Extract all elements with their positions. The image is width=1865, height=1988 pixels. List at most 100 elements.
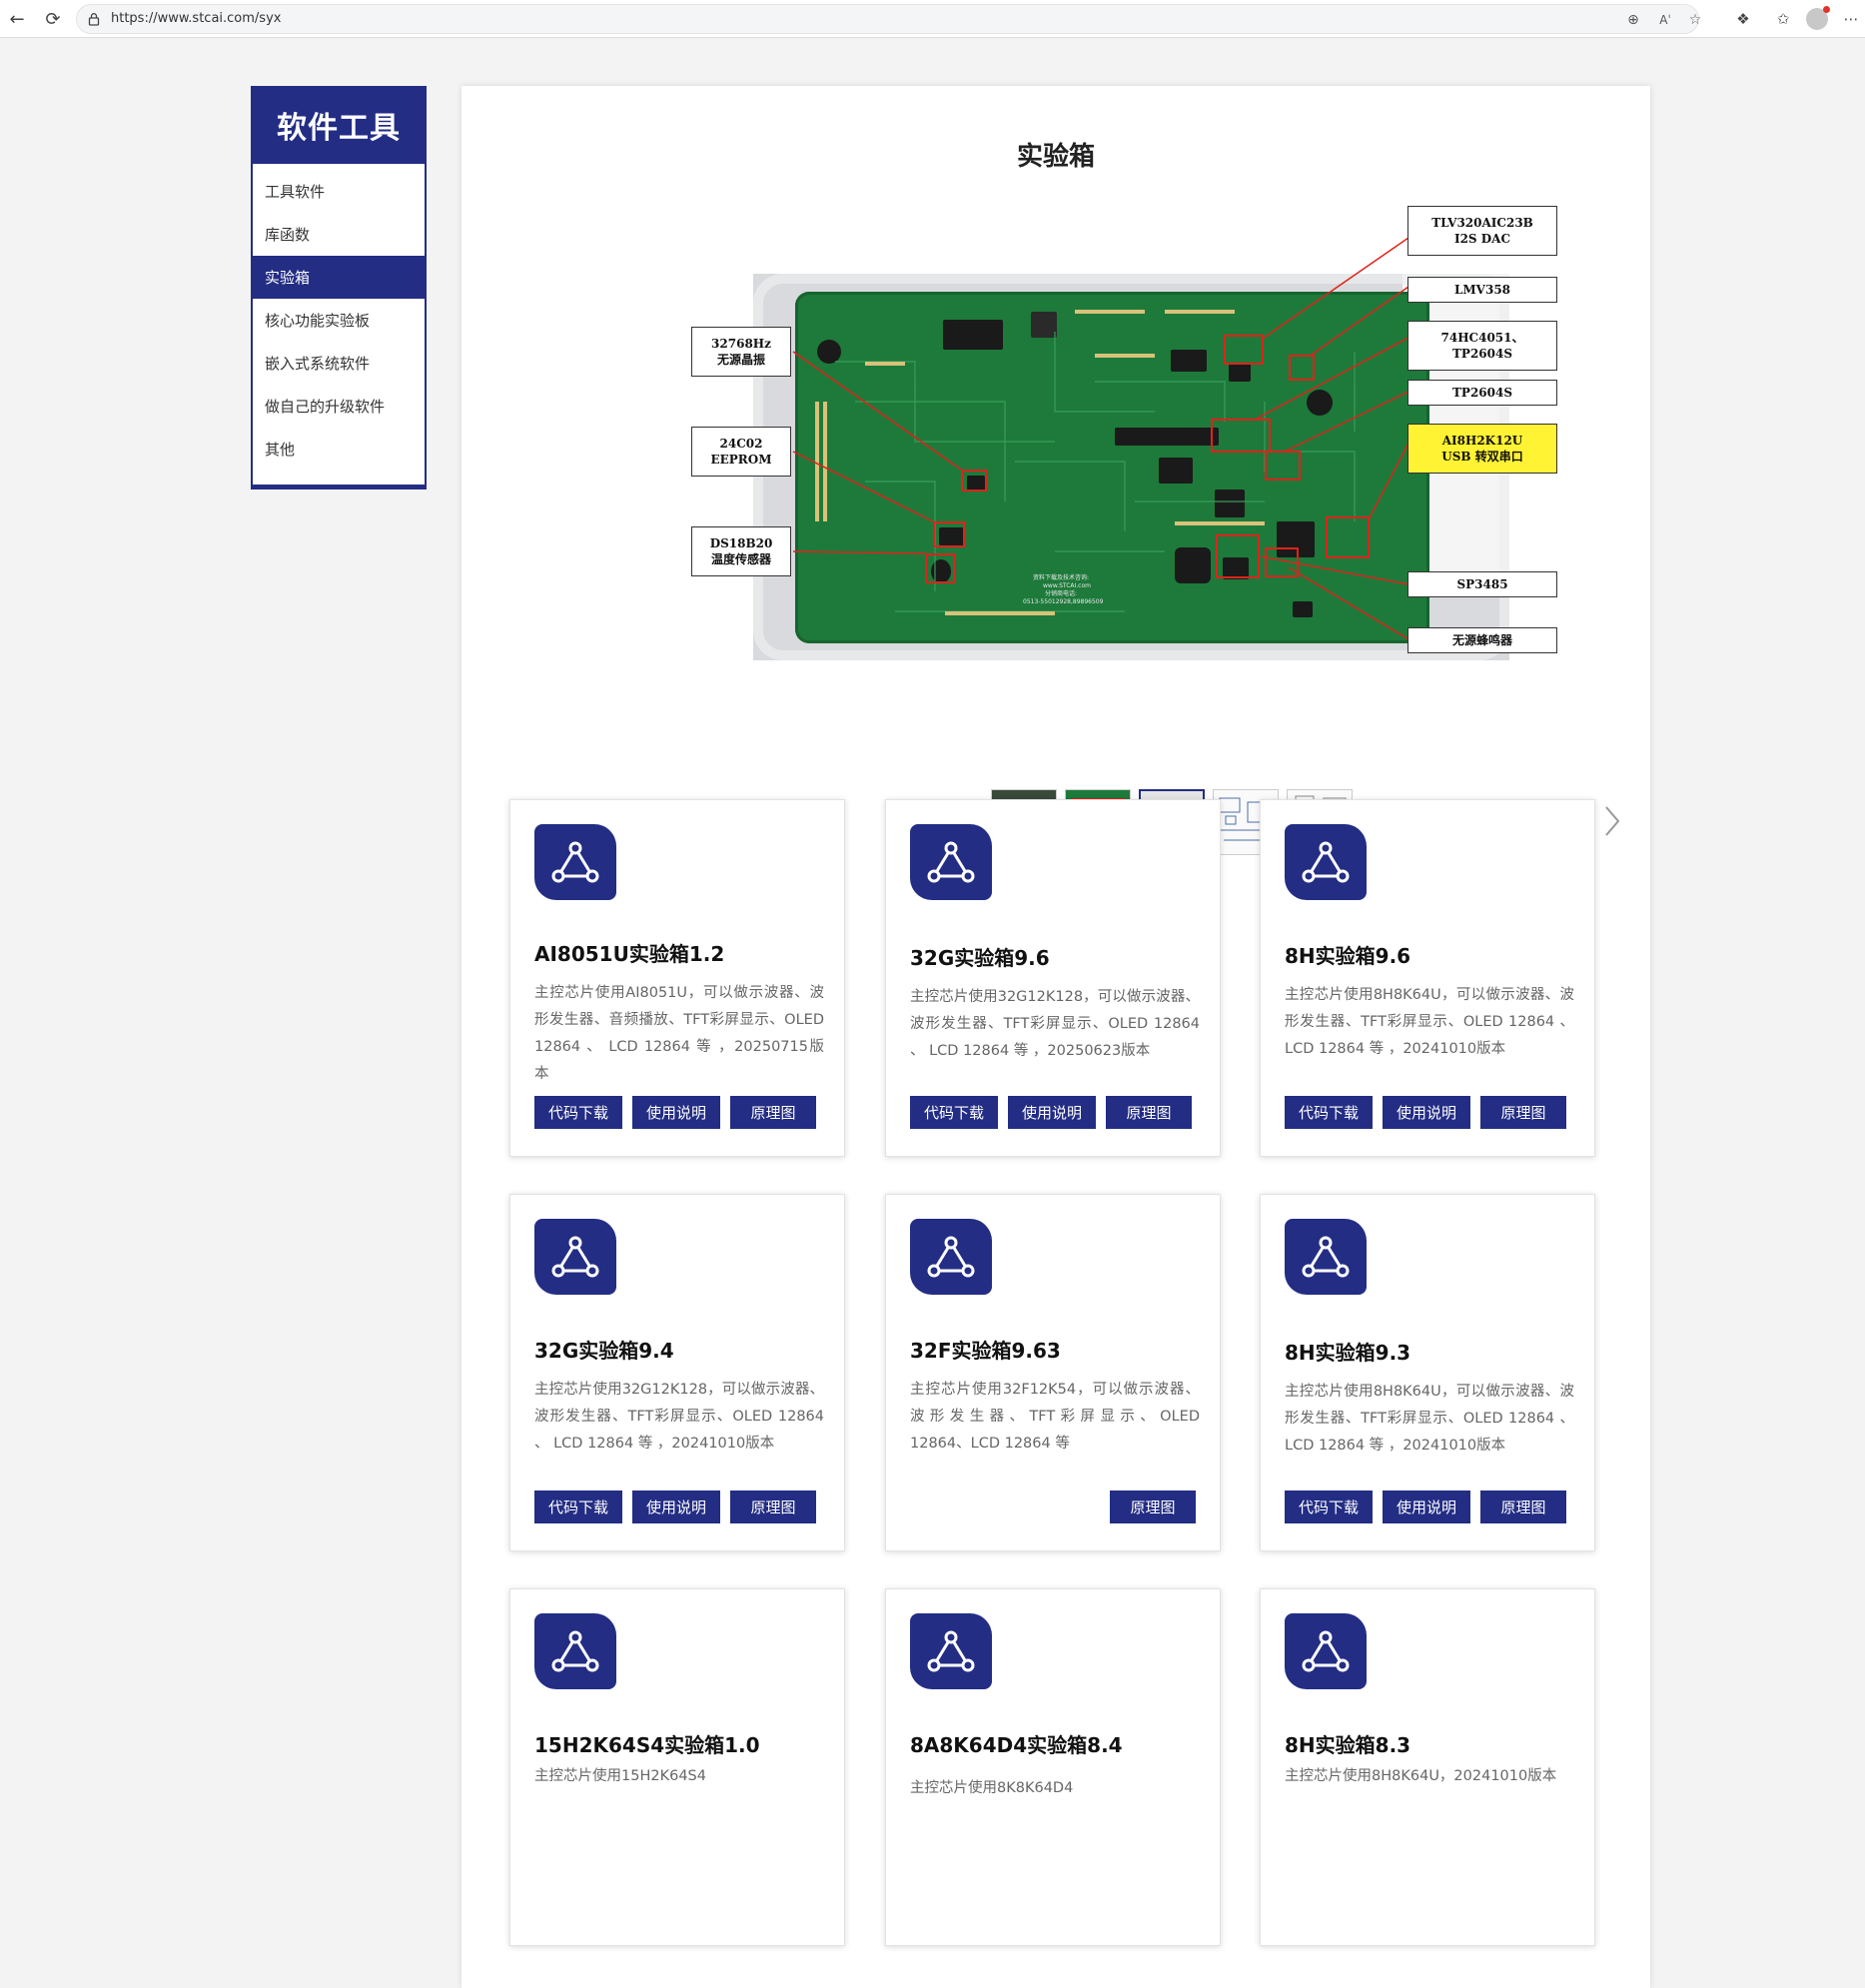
callout-dac-line2: I2S DAC — [1453, 232, 1511, 246]
card-description: 主控芯片使用8H8K64U，可以做示波器、波形发生器、TFT彩屏显示、OLED … — [1285, 1384, 1574, 1454]
avatar[interactable] — [1806, 6, 1830, 30]
product-card: 8H实验箱9.6 主控芯片使用8H8K64U，可以做示波器、波形发生器、TFT彩… — [1260, 799, 1595, 1157]
callout-buzzer: 无源蜂鸣器 — [1407, 627, 1557, 653]
highlight-dac — [1224, 335, 1264, 365]
card-description: 主控芯片使用32G12K128，可以做示波器、波形发生器、TFT彩屏显示、OLE… — [534, 1382, 824, 1452]
network-node-icon — [534, 1613, 616, 1689]
schematic-button[interactable]: 原理图 — [1480, 1096, 1566, 1129]
board-text-2: www.STCAI.com — [1043, 582, 1091, 589]
page-title: 实验箱 — [1016, 142, 1095, 172]
callout-74hc4051-line1: 74HC4051、 — [1440, 331, 1524, 345]
highlight-sp3485 — [1216, 534, 1260, 578]
sidebar-item-tool-software[interactable]: 工具软件 — [265, 183, 326, 201]
callout-tp2604s-line1: TP2604S — [1451, 386, 1513, 400]
network-node-icon — [910, 1613, 992, 1689]
network-node-icon — [534, 824, 616, 900]
board-text-1: 资料下载及技术咨询: — [1033, 573, 1089, 581]
schematic-button[interactable]: 原理图 — [1480, 1491, 1566, 1523]
callout-buzzer-line1: 无源蜂鸣器 — [1451, 633, 1512, 647]
highlight-ds18b20 — [925, 553, 955, 583]
product-card: 32G实验箱9.6 主控芯片使用32G12K128，可以做示波器、波形发生器、T… — [885, 799, 1221, 1157]
highlight-tp2604s — [1265, 451, 1301, 481]
card-button-row: 代码下载 使用说明 原理图 — [910, 1096, 1192, 1129]
manual-button[interactable]: 使用说明 — [632, 1491, 720, 1523]
favorites-icon[interactable]: ✩ — [1776, 10, 1790, 28]
callout-usb-uart-line1: AI8H2K12U — [1441, 434, 1523, 448]
product-card: 8H实验箱8.3 主控芯片使用8H8K64U，20241010版本 — [1260, 1588, 1595, 1946]
code-download-button[interactable]: 代码下载 — [534, 1096, 622, 1129]
sidebar-item-library[interactable]: 库函数 — [265, 226, 311, 244]
highlight-crystal — [961, 470, 987, 492]
product-card: 32F实验箱9.63 主控芯片使用32F12K54，可以做示波器、波形发生器、T… — [885, 1194, 1221, 1551]
card-description: 主控芯片使用15H2K64S4 — [534, 1768, 706, 1784]
card-title: 15H2K64S4实验箱1.0 — [534, 1733, 760, 1757]
callout-lmv358-line1: LMV358 — [1453, 283, 1511, 297]
callout-ds18b20-line1: DS18B20 — [709, 536, 773, 550]
address-bar[interactable]: https://www.stcai.com/syx ⊕ Aˈ ☆ — [76, 4, 1701, 34]
callout-lmv358: LMV358 — [1407, 277, 1557, 303]
card-button-row: 代码下载 使用说明 原理图 — [534, 1096, 816, 1129]
schematic-button[interactable]: 原理图 — [730, 1096, 816, 1129]
product-card: 8A8K64D4实验箱8.4 主控芯片使用8K8K64D4 — [885, 1588, 1221, 1946]
main-panel: 实验箱 — [462, 86, 1650, 1988]
card-title: 8A8K64D4实验箱8.4 — [910, 1733, 1123, 1757]
sidebar-item-upgrade-software[interactable]: 做自己的升级软件 — [265, 398, 386, 416]
extensions-icon[interactable]: ❖ — [1736, 10, 1750, 28]
sidebar-item-core-board[interactable]: 核心功能实验板 — [265, 312, 371, 330]
callout-eeprom-line2: EEPROM — [710, 453, 772, 467]
callout-crystal-line2: 无源晶振 — [716, 353, 765, 367]
card-title: 32G实验箱9.6 — [910, 946, 1050, 970]
code-download-button[interactable]: 代码下载 — [534, 1491, 622, 1523]
card-title: 8H实验箱8.3 — [1285, 1733, 1411, 1757]
highlight-74hc4051 — [1211, 419, 1271, 453]
schematic-button[interactable]: 原理图 — [730, 1491, 816, 1523]
product-card: 8H实验箱9.3 主控芯片使用8H8K64U，可以做示波器、波形发生器、TFT彩… — [1260, 1194, 1595, 1551]
card-title: 32G实验箱9.4 — [534, 1339, 674, 1363]
card-description: 主控芯片使用AI8051U，可以做示波器、波形发生器、音频播放、TFT彩屏显示、… — [534, 985, 824, 1082]
sidebar-item-lab-box[interactable]: 实验箱 — [253, 256, 425, 299]
network-node-icon — [1285, 1219, 1367, 1295]
sidebar-item-embedded-software[interactable]: 嵌入式系统软件 — [265, 355, 371, 373]
code-download-button[interactable]: 代码下载 — [1285, 1096, 1373, 1129]
card-title: 8H实验箱9.3 — [1285, 1341, 1411, 1365]
lock-icon — [88, 13, 100, 26]
carousel-next-icon[interactable] — [1598, 801, 1626, 841]
card-title: 32F实验箱9.63 — [910, 1339, 1061, 1363]
callout-usb-uart-line2: USB 转双串口 — [1441, 450, 1523, 464]
product-carousel: 资料下载及技术咨询: www.STCAI.com 分销商电话: 0513-550… — [581, 196, 1620, 855]
notification-dot-icon — [1823, 6, 1830, 13]
card-description: 主控芯片使用32G12K128，可以做示波器、波形发生器、TFT彩屏显示、OLE… — [910, 989, 1200, 1059]
sidebar-item-other[interactable]: 其他 — [265, 441, 296, 459]
url-text[interactable]: https://www.stcai.com/syx — [111, 11, 282, 26]
card-title: AI8051U实验箱1.2 — [534, 942, 725, 966]
back-arrow-icon[interactable]: ← — [9, 8, 25, 30]
code-download-button[interactable]: 代码下载 — [1285, 1491, 1373, 1523]
board-text-4: 0513-55012928,89896509 — [1023, 598, 1104, 605]
schematic-button[interactable]: 原理图 — [1106, 1096, 1192, 1129]
manual-button[interactable]: 使用说明 — [1383, 1096, 1470, 1129]
highlight-sp3485-chip — [1265, 547, 1299, 577]
refresh-icon[interactable]: ⟳ — [45, 8, 61, 30]
code-download-button[interactable]: 代码下载 — [910, 1096, 998, 1129]
highlight-eeprom — [933, 521, 965, 547]
network-node-icon — [1285, 1613, 1367, 1689]
schematic-button[interactable]: 原理图 — [1110, 1491, 1196, 1523]
favorite-star-icon[interactable]: ☆ — [1688, 12, 1702, 28]
callout-tp2604s: TP2604S — [1407, 380, 1557, 406]
product-card: AI8051U实验箱1.2 主控芯片使用AI8051U，可以做示波器、波形发生器… — [509, 799, 845, 1157]
callout-eeprom-line1: 24C02 — [719, 437, 763, 451]
network-node-icon — [910, 824, 992, 900]
more-menu-icon[interactable]: ⋯ — [1843, 10, 1859, 28]
network-node-icon — [534, 1219, 616, 1295]
zoom-icon[interactable]: ⊕ — [1627, 12, 1639, 28]
manual-button[interactable]: 使用说明 — [1008, 1096, 1096, 1129]
callout-74hc4051-line2: TP2604S — [1451, 347, 1513, 361]
read-aloud-icon[interactable]: Aˈ — [1659, 13, 1671, 27]
card-button-row: 原理图 — [1110, 1491, 1196, 1523]
manual-button[interactable]: 使用说明 — [632, 1096, 720, 1129]
callout-ds18b20-line2: 温度传感器 — [710, 552, 771, 566]
callout-sp3485: SP3485 — [1407, 571, 1557, 597]
pcb-photo: 资料下载及技术咨询: www.STCAI.com 分销商电话: 0513-550… — [753, 274, 1509, 660]
network-node-icon — [910, 1219, 992, 1295]
manual-button[interactable]: 使用说明 — [1383, 1491, 1470, 1523]
